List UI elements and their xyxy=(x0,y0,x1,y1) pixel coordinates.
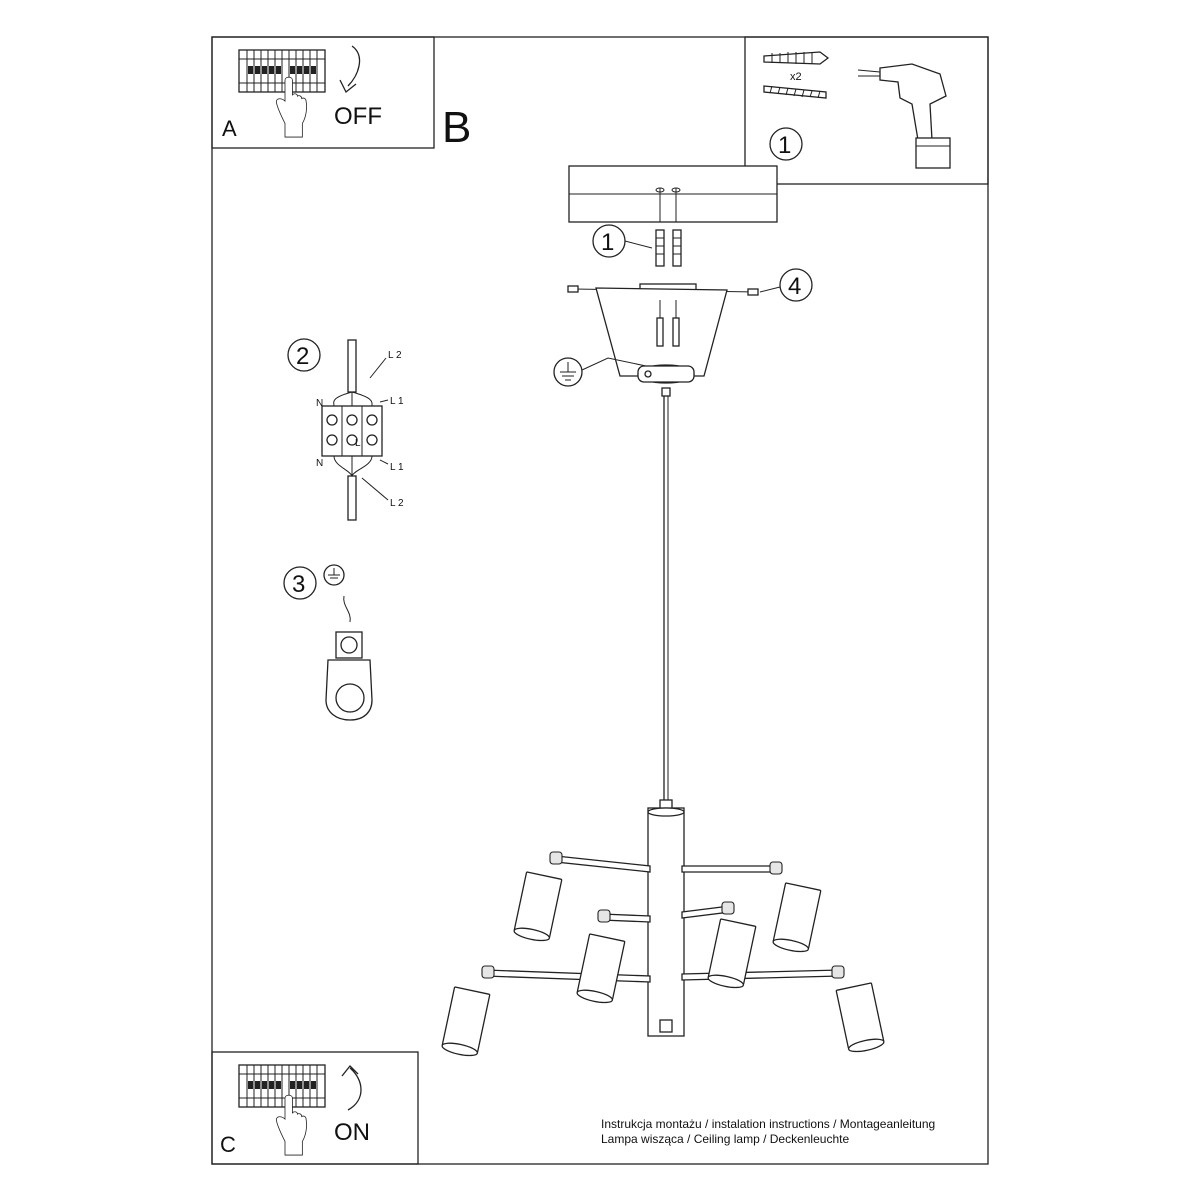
wiring-n-top: N xyxy=(316,398,323,409)
drill-icon xyxy=(857,63,951,169)
panel-c-label: C xyxy=(220,1132,236,1157)
footer-line-2: Lampa wisząca / Ceiling lamp / Deckenleu… xyxy=(601,1132,849,1146)
panel-a-off-text: OFF xyxy=(334,103,382,130)
step-2-label: 2 xyxy=(296,343,309,370)
ceiling-block xyxy=(568,165,778,223)
step-1-label: 1 xyxy=(601,229,614,256)
ground-symbol-icon xyxy=(553,357,647,387)
wiring-l1-bottom: L 1 xyxy=(390,462,404,473)
panel-a-label: A xyxy=(222,116,237,141)
wiring-n-bottom: N xyxy=(316,458,323,469)
panel-a: A OFF xyxy=(211,36,435,149)
ceiling-lamp-icon xyxy=(440,799,886,1059)
page-frame xyxy=(211,36,989,1165)
step-1-tools: 1 xyxy=(778,132,791,159)
panel-c: C ON xyxy=(211,1051,419,1165)
screws-multiplier: x2 xyxy=(790,71,802,83)
step-4-label: 4 xyxy=(788,273,801,300)
wiring-l2-bottom: L 2 xyxy=(390,498,404,509)
wall-plug-icon xyxy=(763,51,830,65)
arrow-up-icon xyxy=(341,1065,362,1111)
wiring-l1-top: L 1 xyxy=(390,396,404,407)
arrow-down-icon xyxy=(339,45,361,94)
wiring-l-center: L xyxy=(355,438,361,449)
breaker-panel-icon-c xyxy=(238,1064,326,1108)
wiring-l2-top: L 2 xyxy=(388,350,402,361)
screw-icon xyxy=(763,85,827,99)
panel-b-label: B xyxy=(442,103,471,152)
ground-symbol-icon-step3 xyxy=(323,564,345,586)
footer-line-1: Instrukcja montażu / instalation instruc… xyxy=(601,1117,935,1131)
terminal-block-icon xyxy=(321,339,389,521)
wall-plugs xyxy=(655,229,682,267)
breaker-panel-icon xyxy=(238,49,326,93)
ground-terminal-icon xyxy=(325,595,373,721)
panel-c-on-text: ON xyxy=(334,1119,370,1146)
panel-tools: x2 1 xyxy=(744,36,989,185)
canopy xyxy=(567,283,759,397)
step-3-label: 3 xyxy=(292,571,305,598)
